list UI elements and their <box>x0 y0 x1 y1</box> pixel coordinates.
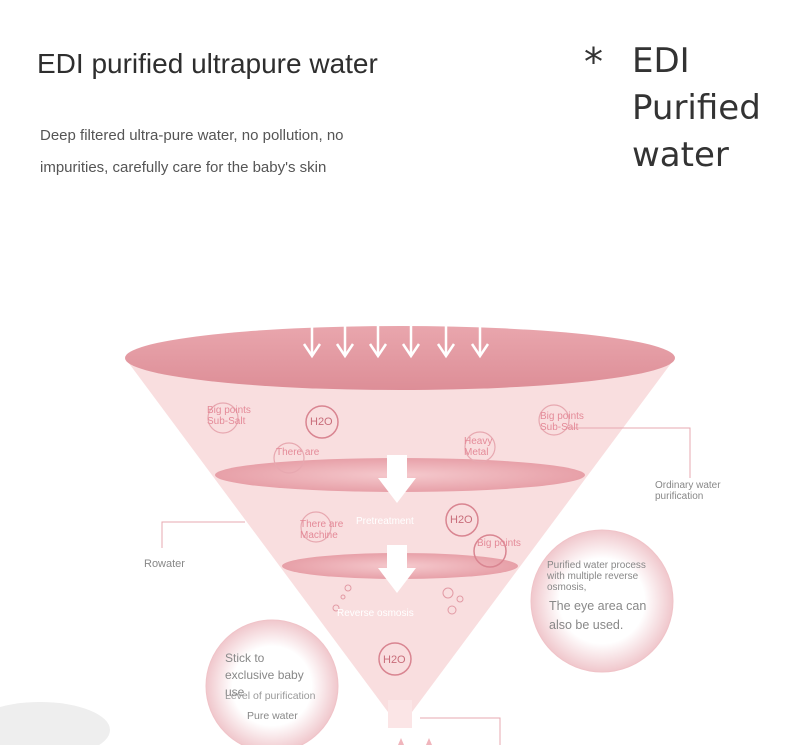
tag-there-are: There are <box>276 447 320 458</box>
h2o-label: H2O <box>310 416 333 428</box>
tag-big-points-right: Big points Sub-Salt <box>540 411 584 433</box>
info-circle <box>205 619 339 745</box>
h2o-label: H2O <box>450 514 473 526</box>
callout-process-note: Purified water process with multiple rev… <box>547 560 646 593</box>
down-arrow-2 <box>378 545 416 593</box>
molecule-circle <box>538 404 570 436</box>
molecule-circle <box>473 534 507 568</box>
side-title: EDI Purified water <box>632 41 761 175</box>
callout-pure-water: Pure water <box>247 710 298 722</box>
tag-there-are-machine: There are Machine <box>300 519 344 541</box>
callout-rowater: Rowater <box>144 558 185 570</box>
down-arrow-1 <box>378 455 416 503</box>
tag-pretreatment: Pretreatment <box>356 516 414 527</box>
drop-icon <box>426 738 432 745</box>
headline: EDI purified ultrapure water <box>37 48 378 79</box>
callout-ordinary-water: Ordinary water purification <box>655 480 721 502</box>
bubbles <box>332 584 464 615</box>
callout-level: Level of purification <box>225 690 316 702</box>
molecule-circle <box>273 442 305 474</box>
asterisk-icon: * <box>584 40 603 84</box>
drop-icon <box>398 738 404 745</box>
funnel-body <box>125 358 675 712</box>
tag-reverse-osmosis: Reverse osmosis <box>337 608 414 619</box>
description: Deep filtered ultra-pure water, no pollu… <box>40 127 344 176</box>
info-circle <box>530 529 674 673</box>
molecule-circle <box>305 405 339 439</box>
molecule-circle <box>207 402 239 434</box>
molecule-circle <box>445 503 479 537</box>
tag-big-points-left: Big points Sub-Salt <box>207 405 251 427</box>
molecule-circle <box>378 642 412 676</box>
molecule-circle <box>464 431 496 463</box>
leader-line <box>420 717 501 745</box>
funnel-spout <box>388 700 412 728</box>
cotton-pad <box>0 702 110 745</box>
leader-line <box>566 427 691 478</box>
molecule-circle <box>300 511 332 543</box>
leader-line <box>161 521 245 548</box>
funnel-rim <box>125 326 675 390</box>
h2o-label: H2O <box>383 654 406 666</box>
inflow-arrows <box>302 310 490 359</box>
tag-heavy-metal: Heavy Metal <box>464 436 493 458</box>
callout-stick-exclusive: Stick to exclusive baby use <box>225 651 304 699</box>
callout-eye-area: The eye area can also be used. <box>549 599 647 632</box>
tag-big-points: Big points <box>477 538 521 549</box>
